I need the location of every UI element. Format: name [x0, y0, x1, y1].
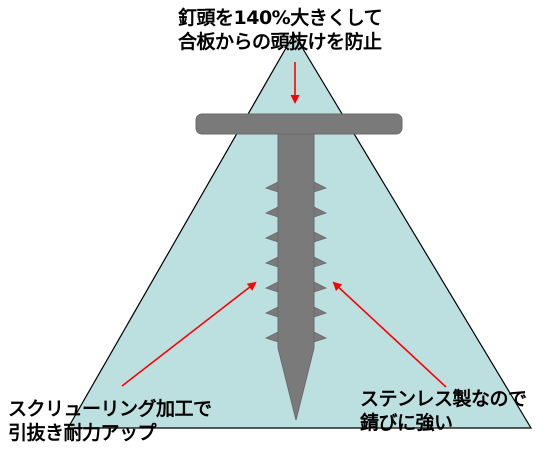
head-annotation-line1: 釘頭を140%大きくして	[178, 7, 383, 29]
stainless-annotation-line2: 錆びに強い	[360, 412, 453, 434]
ring-shank-annotation: スクリューリング加工で 引抜き耐力アップ	[8, 397, 212, 445]
arrow-ring-callout	[121, 281, 257, 387]
head-annotation-line2: 合板からの頭抜けを防止	[178, 31, 382, 53]
arrow-stainless-callout	[332, 281, 447, 388]
ring-shank-annotation-line2: 引抜き耐力アップ	[8, 422, 157, 444]
nail-head	[195, 113, 403, 135]
stainless-annotation-line1: ステンレス製なので	[360, 388, 527, 410]
head-annotation: 釘頭を140%大きくして 合板からの頭抜けを防止	[178, 6, 383, 54]
ring-shank-annotation-line1: スクリューリング加工で	[8, 398, 212, 420]
stainless-annotation: ステンレス製なので 錆びに強い	[360, 387, 527, 435]
